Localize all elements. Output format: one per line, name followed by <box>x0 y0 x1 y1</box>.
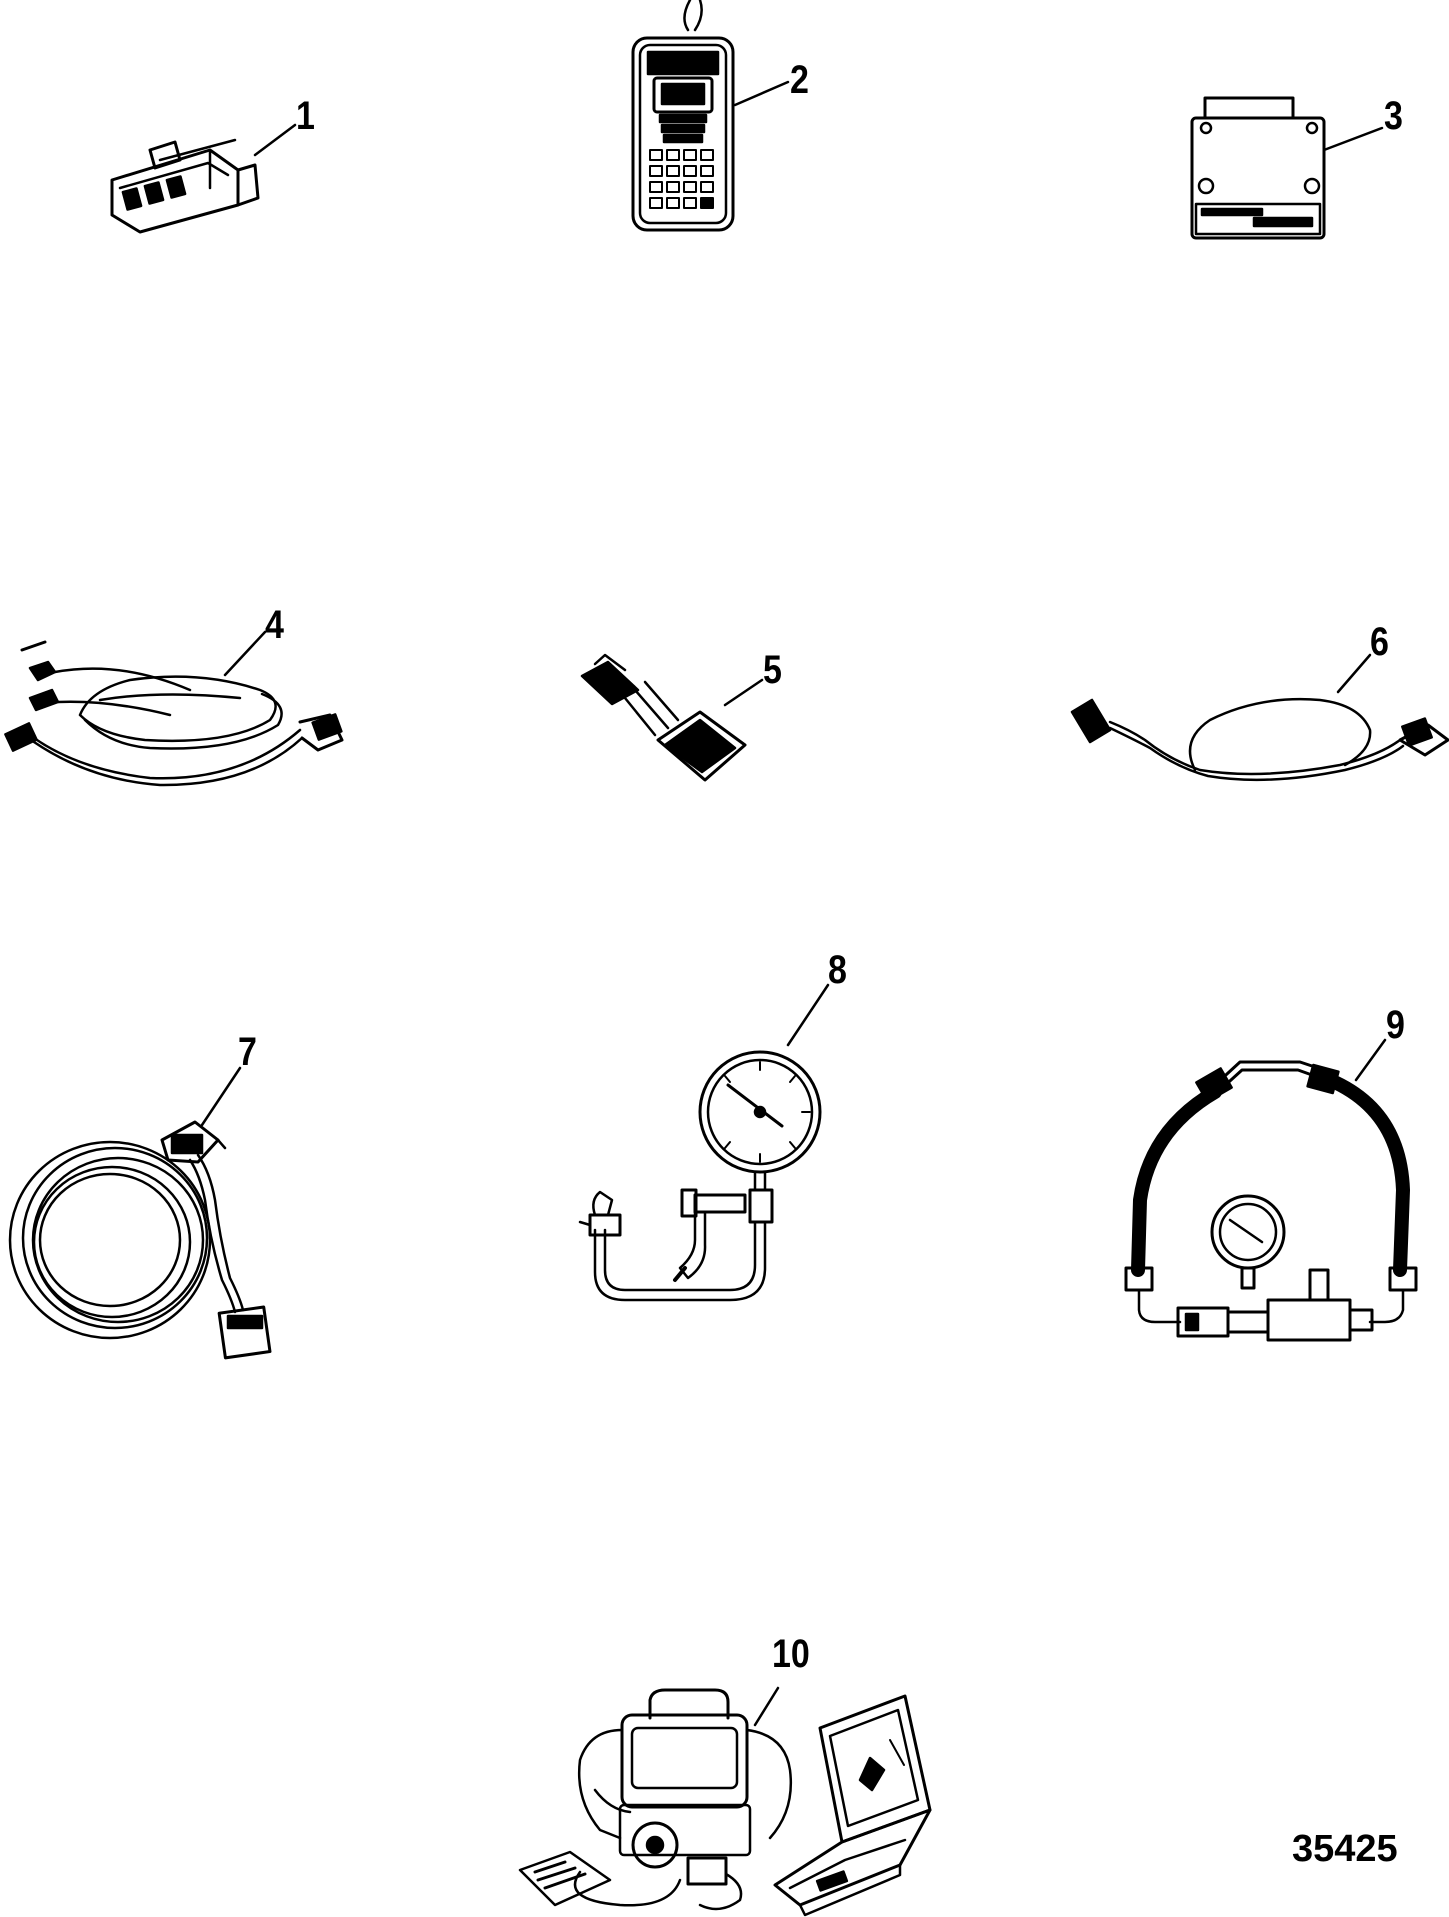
leader-line-5 <box>723 678 764 707</box>
callout-10: 10 <box>772 1632 810 1676</box>
leader-line-8 <box>786 983 830 1047</box>
leader-line-1 <box>253 123 297 157</box>
callout-8: 8 <box>828 948 847 992</box>
part-1-connector-plug <box>110 138 260 234</box>
part-4-harness-clips <box>4 640 344 787</box>
callout-3: 3 <box>1384 94 1403 138</box>
leader-line-2 <box>733 80 790 107</box>
figure-number: 35425 <box>1292 1828 1398 1870</box>
callout-4: 4 <box>265 603 284 647</box>
part-2-scan-tool <box>631 0 735 232</box>
leader-line-7 <box>200 1066 242 1127</box>
callout-1: 1 <box>296 94 315 138</box>
part-9-gauge-hoses <box>1124 1060 1418 1342</box>
leader-line-10 <box>753 1686 780 1727</box>
part-7-coiled-cable <box>8 1120 272 1360</box>
leader-line-4 <box>223 630 267 677</box>
part-5-jumper-connector <box>580 653 747 782</box>
callout-7: 7 <box>238 1030 257 1074</box>
keypad <box>649 149 714 209</box>
part-10-diagnostic-kit <box>518 1688 932 1917</box>
callout-6: 6 <box>1370 620 1389 664</box>
callout-9: 9 <box>1386 1003 1405 1047</box>
part-3-module <box>1190 96 1326 240</box>
leader-line-6 <box>1336 653 1372 694</box>
callout-2: 2 <box>790 58 809 102</box>
leader-line-3 <box>1322 126 1384 152</box>
part-6-cable <box>1070 697 1449 782</box>
part-8-pressure-gauge <box>578 1050 822 1302</box>
leader-line-9 <box>1354 1038 1387 1082</box>
callout-5: 5 <box>763 648 782 692</box>
